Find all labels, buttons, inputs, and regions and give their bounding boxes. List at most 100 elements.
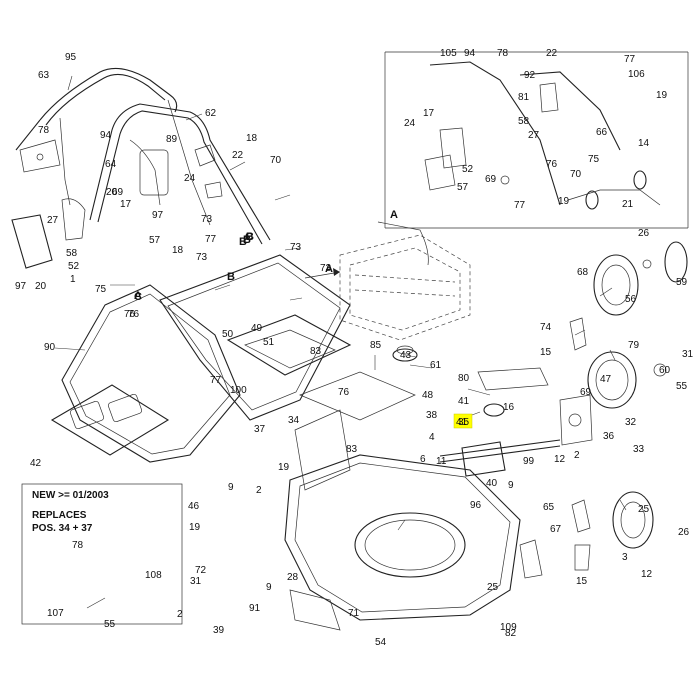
view-marker: A	[390, 209, 398, 221]
part-label: 43	[400, 350, 412, 361]
part-label: 97	[152, 210, 164, 221]
part-label: 25	[487, 582, 499, 593]
rear-wheel	[587, 351, 667, 549]
part-label: 2	[177, 609, 183, 620]
part-label: 58	[518, 116, 530, 127]
grass-catcher	[50, 254, 352, 463]
part-label: B	[243, 234, 251, 246]
part-label: 17	[423, 108, 435, 119]
gearbox-assembly	[439, 367, 593, 477]
part-label: 24	[184, 173, 196, 184]
part-label: 37	[254, 424, 266, 435]
part-label: 100	[230, 385, 247, 396]
part-label: 9	[508, 480, 514, 491]
part-label: 52	[68, 261, 80, 272]
part-label: 68	[577, 267, 589, 278]
part-label: 1	[70, 274, 76, 285]
part-label: 67	[550, 524, 562, 535]
view-marker: B	[239, 236, 247, 248]
part-label: 11	[436, 456, 447, 467]
part-label: 77	[624, 54, 636, 65]
part-label: 95	[65, 52, 77, 63]
part-label: 55	[104, 619, 116, 630]
part-label: 33	[633, 444, 645, 455]
part-label: 12	[641, 569, 653, 580]
view-arrows	[304, 221, 429, 279]
part-label: 62	[205, 108, 217, 119]
part-label: 72	[195, 565, 207, 576]
front-wheel	[593, 241, 688, 316]
part-label: B	[227, 271, 235, 283]
part-label: 22	[232, 150, 244, 161]
part-label: 76	[124, 309, 136, 320]
part-label: 83	[346, 444, 358, 455]
part-label: 27	[528, 130, 540, 141]
part-label: 69	[580, 387, 592, 398]
part-label: 56	[625, 294, 637, 305]
part-label: 94	[464, 48, 476, 59]
part-label: 59	[676, 277, 688, 288]
view-marker: A	[325, 263, 333, 275]
part-label: 83	[310, 346, 322, 357]
part-label: 39	[213, 625, 225, 636]
part-label: 27	[47, 215, 59, 226]
inset-detail-parts	[424, 61, 661, 210]
part-label: 57	[457, 182, 469, 193]
part-label: 89	[166, 134, 178, 145]
part-label: 2	[256, 485, 262, 496]
part-label: 19	[656, 90, 668, 101]
handle-assembly	[11, 67, 271, 269]
part-label: 26	[678, 527, 690, 538]
part-label: 97	[15, 281, 27, 292]
part-label: 34	[288, 415, 300, 426]
part-label: 82	[505, 628, 517, 639]
part-label: 71	[348, 608, 360, 619]
part-label: 65	[543, 502, 555, 513]
part-label: 78	[497, 48, 509, 59]
part-label: 47	[600, 374, 612, 385]
part-label: 80	[458, 373, 470, 384]
part-label: 57	[149, 235, 161, 246]
part-label: 77	[210, 375, 222, 386]
part-label: 19	[189, 522, 201, 533]
part-label: 79	[628, 340, 640, 351]
part-label: 42	[30, 458, 42, 469]
part-label: 49	[251, 323, 263, 334]
part-label: 108	[145, 570, 162, 581]
part-label: 2	[574, 450, 580, 461]
part-label: 50	[222, 329, 234, 340]
part-label: 21	[622, 199, 634, 210]
view-marker: B	[246, 231, 254, 243]
part-label: 66	[596, 127, 608, 138]
part-label: 6	[420, 454, 426, 465]
part-label: 73	[201, 214, 213, 225]
part-label: 17	[120, 199, 132, 210]
leader-lines	[54, 75, 627, 609]
part-label: 58	[66, 248, 78, 259]
part-label: 76	[338, 387, 350, 398]
part-label: 69	[112, 187, 124, 198]
inset-note-line2: REPLACES	[32, 510, 87, 521]
engine-outline	[339, 234, 471, 362]
part-label: 19	[558, 196, 570, 207]
part-label: 81	[518, 92, 530, 103]
inset-detail-frame	[384, 51, 689, 229]
part-label: 20	[35, 281, 47, 292]
part-label: 52	[462, 164, 474, 175]
inset-note-line1: NEW >= 01/2003	[32, 490, 109, 501]
part-label: 26	[638, 228, 650, 239]
part-label: 99	[523, 456, 535, 467]
part-label: 63	[38, 70, 50, 81]
part-label: 31	[190, 576, 202, 587]
part-label: 76	[128, 309, 140, 320]
view-marker: C	[134, 291, 142, 303]
part-label: 20	[106, 187, 118, 198]
part-label: 28	[287, 572, 299, 583]
part-label: 69	[485, 174, 497, 185]
part-label: 92	[524, 70, 536, 81]
part-label: 46	[188, 501, 200, 512]
part-label: 40	[486, 478, 498, 489]
